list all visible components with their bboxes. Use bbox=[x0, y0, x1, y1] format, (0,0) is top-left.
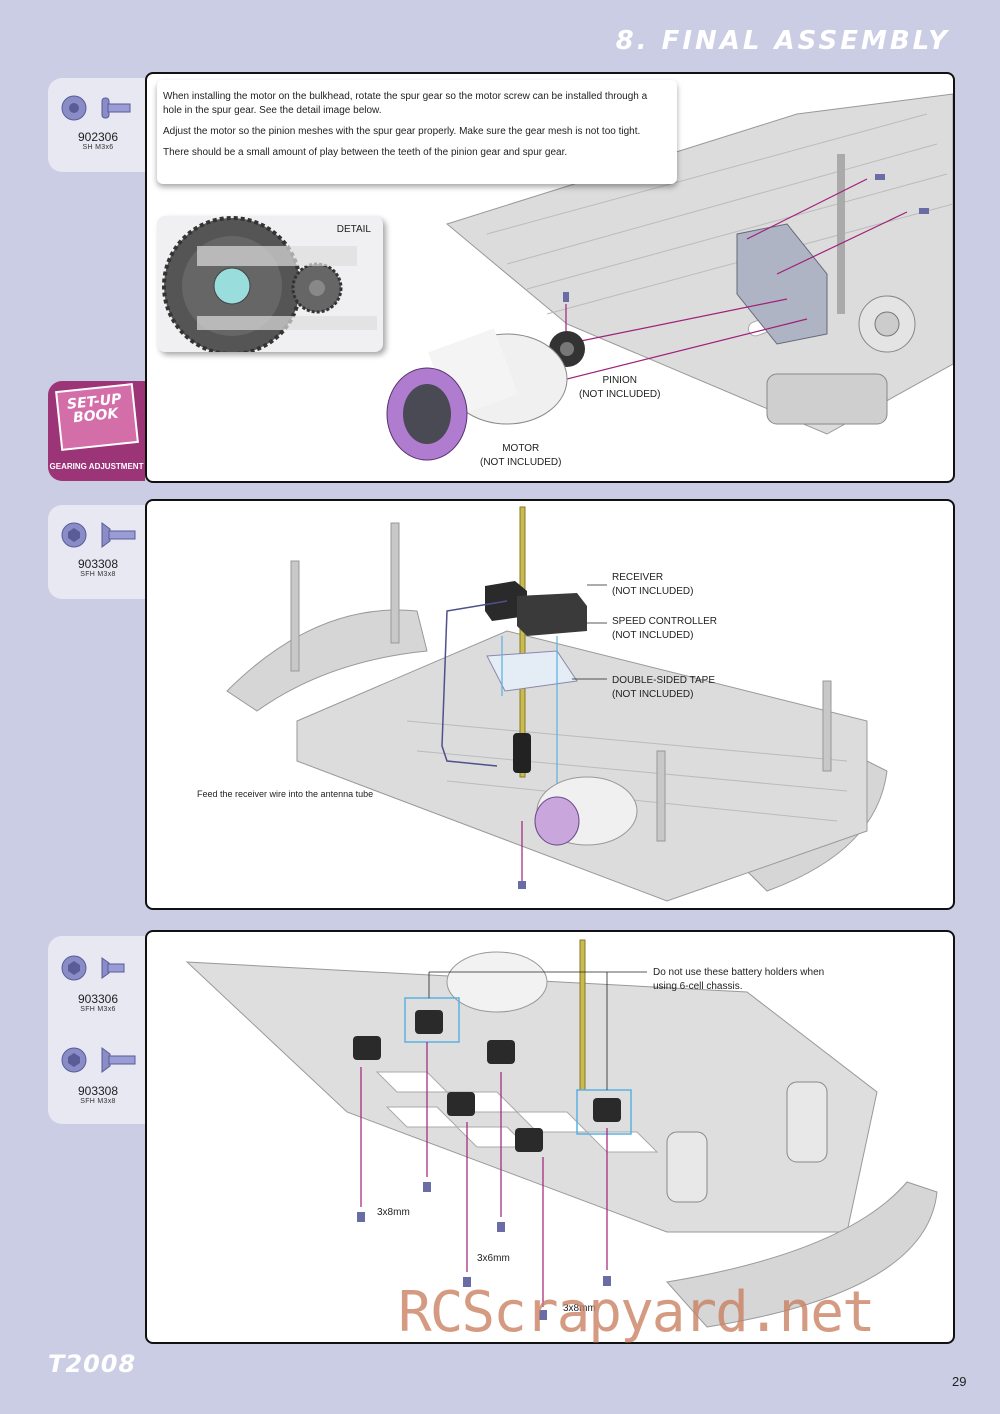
receiver-install-illustration bbox=[226, 506, 888, 902]
parts-tab-step-2: 903308 SFH M3x8 bbox=[48, 505, 148, 599]
part-number: 903308 bbox=[77, 557, 119, 571]
motor-install-illustration bbox=[386, 93, 953, 461]
detail-label: DETAIL bbox=[336, 224, 371, 235]
instruction-box: When installing the motor on the bulkhea… bbox=[157, 80, 677, 184]
page-number: 29 bbox=[952, 1374, 967, 1389]
screw-size-label: 3x8mm bbox=[563, 1303, 596, 1314]
receiver-callout: RECEIVER(NOT INCLUDED) bbox=[612, 572, 694, 597]
speed-controller-callout: SPEED CONTROLLER(NOT INCLUDED) bbox=[612, 616, 718, 641]
watermark: RCScrapyard.net bbox=[398, 1280, 876, 1345]
screw-icon bbox=[61, 522, 136, 548]
part-description: SFH M3x8 bbox=[80, 571, 116, 578]
screw-icon bbox=[61, 1047, 136, 1073]
gear-detail-illustration bbox=[162, 216, 377, 352]
part-description: SH M3x6 bbox=[82, 144, 114, 151]
screw-size-label: 3x8mm bbox=[377, 1207, 410, 1218]
product-logo: T2008 bbox=[48, 1350, 137, 1378]
step-1-panel: When installing the motor on the bulkhea… bbox=[145, 72, 955, 483]
section-title: 8. FINAL ASSEMBLY bbox=[615, 26, 950, 56]
step-2-panel: RECEIVER(NOT INCLUDED) SPEED CONTROLLER(… bbox=[145, 499, 955, 910]
part-description: SFH M3x6 bbox=[80, 1006, 116, 1013]
setup-book-label: GEARING ADJUSTMENT bbox=[49, 462, 144, 471]
parts-tab-step-1: 902306 SH M3x6 bbox=[48, 78, 148, 172]
part-number: 903308 bbox=[77, 1084, 119, 1098]
part-description: SFH M3x8 bbox=[80, 1098, 116, 1105]
screw-icon bbox=[61, 955, 125, 981]
motor-callout: MOTOR(NOT INCLUDED) bbox=[480, 443, 562, 468]
part-number: 903306 bbox=[77, 992, 119, 1006]
battery-holder-illustration bbox=[185, 939, 938, 1328]
instruction-note: When installing the motor on the bulkhea… bbox=[163, 91, 648, 116]
screw-size-label: 3x6mm bbox=[477, 1253, 510, 1264]
detail-inset: DETAIL bbox=[157, 216, 383, 352]
instruction-note: There should be a small amount of play b… bbox=[163, 147, 568, 158]
tape-callout: DOUBLE-SIDED TAPE(NOT INCLUDED) bbox=[612, 675, 715, 700]
parts-tab-step-3: 903306 SFH M3x6 903308 SFH M3x8 bbox=[48, 936, 148, 1124]
screw-icon bbox=[61, 95, 131, 121]
instruction-note: Adjust the motor so the pinion meshes wi… bbox=[163, 126, 641, 137]
part-number: 902306 bbox=[77, 130, 119, 144]
pinion-callout: PINION(NOT INCLUDED) bbox=[579, 375, 661, 400]
antenna-note: Feed the receiver wire into the antenna … bbox=[197, 789, 374, 799]
